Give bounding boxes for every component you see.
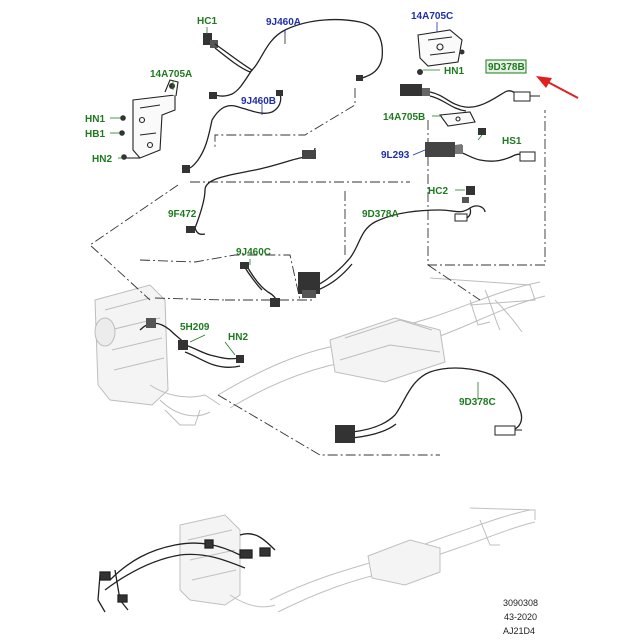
label-hn1-left: HN1	[85, 114, 105, 125]
sensor-9d378b-parts	[400, 84, 540, 102]
label-9j460b: 9J460B	[241, 96, 276, 107]
label-9l293: 9L293	[381, 150, 410, 161]
label-hn2-left: HN2	[92, 154, 112, 165]
label-14a705b: 14A705B	[383, 112, 425, 123]
label-9d378c: 9D378C	[459, 397, 496, 408]
bracket-14a705c-fasteners	[417, 49, 465, 75]
reference-code-line3: AJ21D4	[503, 626, 535, 636]
harness-9j460b-connectors	[182, 90, 283, 173]
label-hc2: HC2	[428, 186, 448, 197]
label-hn2-mid: HN2	[228, 332, 248, 343]
label-9f472: 9F472	[168, 209, 197, 220]
label-hc1: HC1	[197, 16, 217, 27]
label-hn1-top: HN1	[444, 66, 464, 77]
label-14a705a: 14A705A	[150, 69, 192, 80]
bracket-14a705b	[438, 111, 476, 127]
sensor-9d378c-parts	[335, 425, 522, 443]
label-9j460c: 9J460C	[236, 247, 271, 258]
label-9j460a: 9J460A	[266, 17, 301, 28]
label-9d378b-box: 9D378B	[485, 59, 527, 74]
harness-9j460a	[213, 18, 384, 97]
sensor-9d378c	[351, 367, 523, 439]
reference-code-line2: 43-2020	[504, 612, 537, 622]
harness-9j460c-connectors	[240, 262, 280, 307]
label-14a705c: 14A705C	[411, 11, 453, 22]
bracket-14a705c	[417, 29, 463, 67]
label-hb1: HB1	[85, 129, 105, 140]
label-leaders-blue	[261, 22, 438, 156]
label-9d378a: 9D378A	[362, 209, 399, 220]
sensor-9d378a-parts	[298, 213, 468, 298]
bracket-14a705a-fasteners	[119, 83, 175, 160]
hc1-clip	[203, 27, 218, 48]
sensor-9d378b	[429, 90, 523, 112]
reference-code-line1: 3090308	[503, 598, 538, 608]
label-hs1: HS1	[502, 136, 522, 147]
sensor-9l293-parts	[425, 142, 536, 162]
harness-9j460a-connectors	[209, 75, 363, 99]
exhaust-system-lower	[179, 507, 536, 613]
hose-5h209-parts	[146, 318, 244, 363]
label-leaders	[110, 69, 483, 400]
label-5h209: 5H209	[180, 322, 210, 333]
harness-9f472	[194, 147, 316, 235]
bracket-14a705a	[125, 79, 179, 159]
lower-harness-detail	[97, 533, 276, 613]
label-9d378b: 9D378B	[488, 62, 525, 73]
harness-9f472-connectors	[186, 150, 316, 233]
exhaust-system-upper	[94, 277, 546, 426]
hc2-clip	[462, 186, 475, 203]
pointer-arrow	[536, 76, 579, 99]
hs1-clip	[478, 128, 486, 135]
